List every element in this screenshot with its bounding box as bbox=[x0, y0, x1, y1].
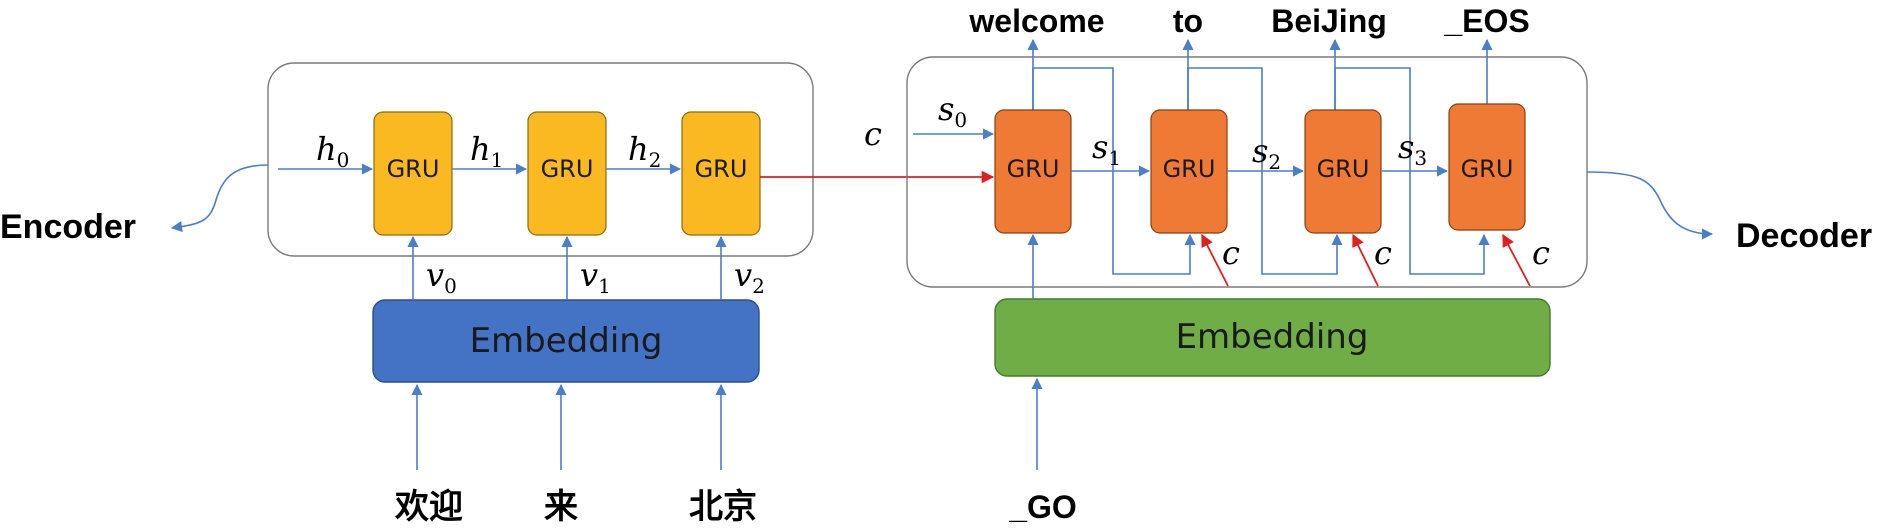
decoder-input: _GO bbox=[1008, 489, 1077, 525]
encoder-gru-cell-3: GRU bbox=[681, 111, 761, 236]
encoder-input-3: 北京 bbox=[689, 487, 757, 527]
state-label-1: s1 bbox=[1092, 128, 1121, 170]
encoder-gru-cell-1: GRU bbox=[373, 111, 453, 236]
hidden-state-label-0: h0 bbox=[316, 130, 349, 172]
decoder-output-4: _EOS bbox=[1443, 3, 1529, 39]
decoder-output-3: BeiJing bbox=[1271, 3, 1387, 39]
decoder-embedding: Embedding bbox=[994, 298, 1551, 377]
decoder-gru-cell-3: GRU bbox=[1304, 109, 1382, 234]
decoder-context-arrow-1 bbox=[1201, 233, 1229, 287]
state-label-2: s2 bbox=[1252, 132, 1281, 174]
decoder-output-2: to bbox=[1173, 3, 1203, 39]
decoder-gru-cell-2: GRU bbox=[1150, 109, 1228, 234]
svg-text:GRU: GRU bbox=[387, 155, 440, 183]
decoder-context-label-3: c bbox=[1532, 234, 1550, 272]
svg-text:GRU: GRU bbox=[541, 155, 594, 183]
context-label: c bbox=[864, 115, 882, 153]
context-link: c bbox=[760, 115, 995, 184]
svg-text:GRU: GRU bbox=[1007, 155, 1060, 183]
decoder: Decoder welcome to BeiJing _EOS s0 GRU G… bbox=[906, 3, 1872, 525]
hidden-state-label-1: h1 bbox=[470, 130, 503, 172]
decoder-context-label-2: c bbox=[1374, 234, 1392, 272]
svg-text:GRU: GRU bbox=[1163, 155, 1216, 183]
encoder-input-2: 来 bbox=[544, 487, 578, 527]
decoder-output-1: welcome bbox=[968, 3, 1104, 39]
encoder: Encoder GRU GRU GRU h0 h1 h2 bbox=[0, 62, 814, 527]
decoder-label: Decoder bbox=[1736, 217, 1872, 255]
state-label-3: s3 bbox=[1398, 128, 1427, 170]
encoder-input-1: 欢迎 bbox=[394, 487, 463, 527]
encoder-callout-curve bbox=[170, 164, 269, 233]
decoder-context-arrow-2 bbox=[1352, 233, 1379, 287]
state-label-0: s0 bbox=[938, 90, 967, 132]
svg-text:GRU: GRU bbox=[1317, 155, 1370, 183]
embedding-label-1: v1 bbox=[580, 256, 611, 298]
svg-text:Embedding: Embedding bbox=[470, 321, 663, 361]
encoder-label: Encoder bbox=[0, 208, 136, 246]
decoder-callout-curve bbox=[1586, 171, 1714, 240]
hidden-state-label-2: h2 bbox=[628, 130, 661, 172]
embedding-label-0: v0 bbox=[426, 256, 457, 298]
decoder-context-label-1: c bbox=[1222, 234, 1240, 272]
embedding-label-2: v2 bbox=[734, 256, 765, 298]
encoder-gru-cell-2: GRU bbox=[527, 111, 607, 236]
svg-text:GRU: GRU bbox=[695, 155, 748, 183]
svg-text:Embedding: Embedding bbox=[1176, 317, 1369, 357]
decoder-context-arrow-3 bbox=[1502, 233, 1531, 287]
encoder-embedding: Embedding bbox=[372, 299, 760, 383]
decoder-gru-cell-1: GRU bbox=[994, 109, 1072, 234]
svg-text:GRU: GRU bbox=[1461, 155, 1514, 183]
encoder-frame bbox=[267, 62, 814, 257]
decoder-gru-cell-4: GRU bbox=[1448, 103, 1526, 231]
